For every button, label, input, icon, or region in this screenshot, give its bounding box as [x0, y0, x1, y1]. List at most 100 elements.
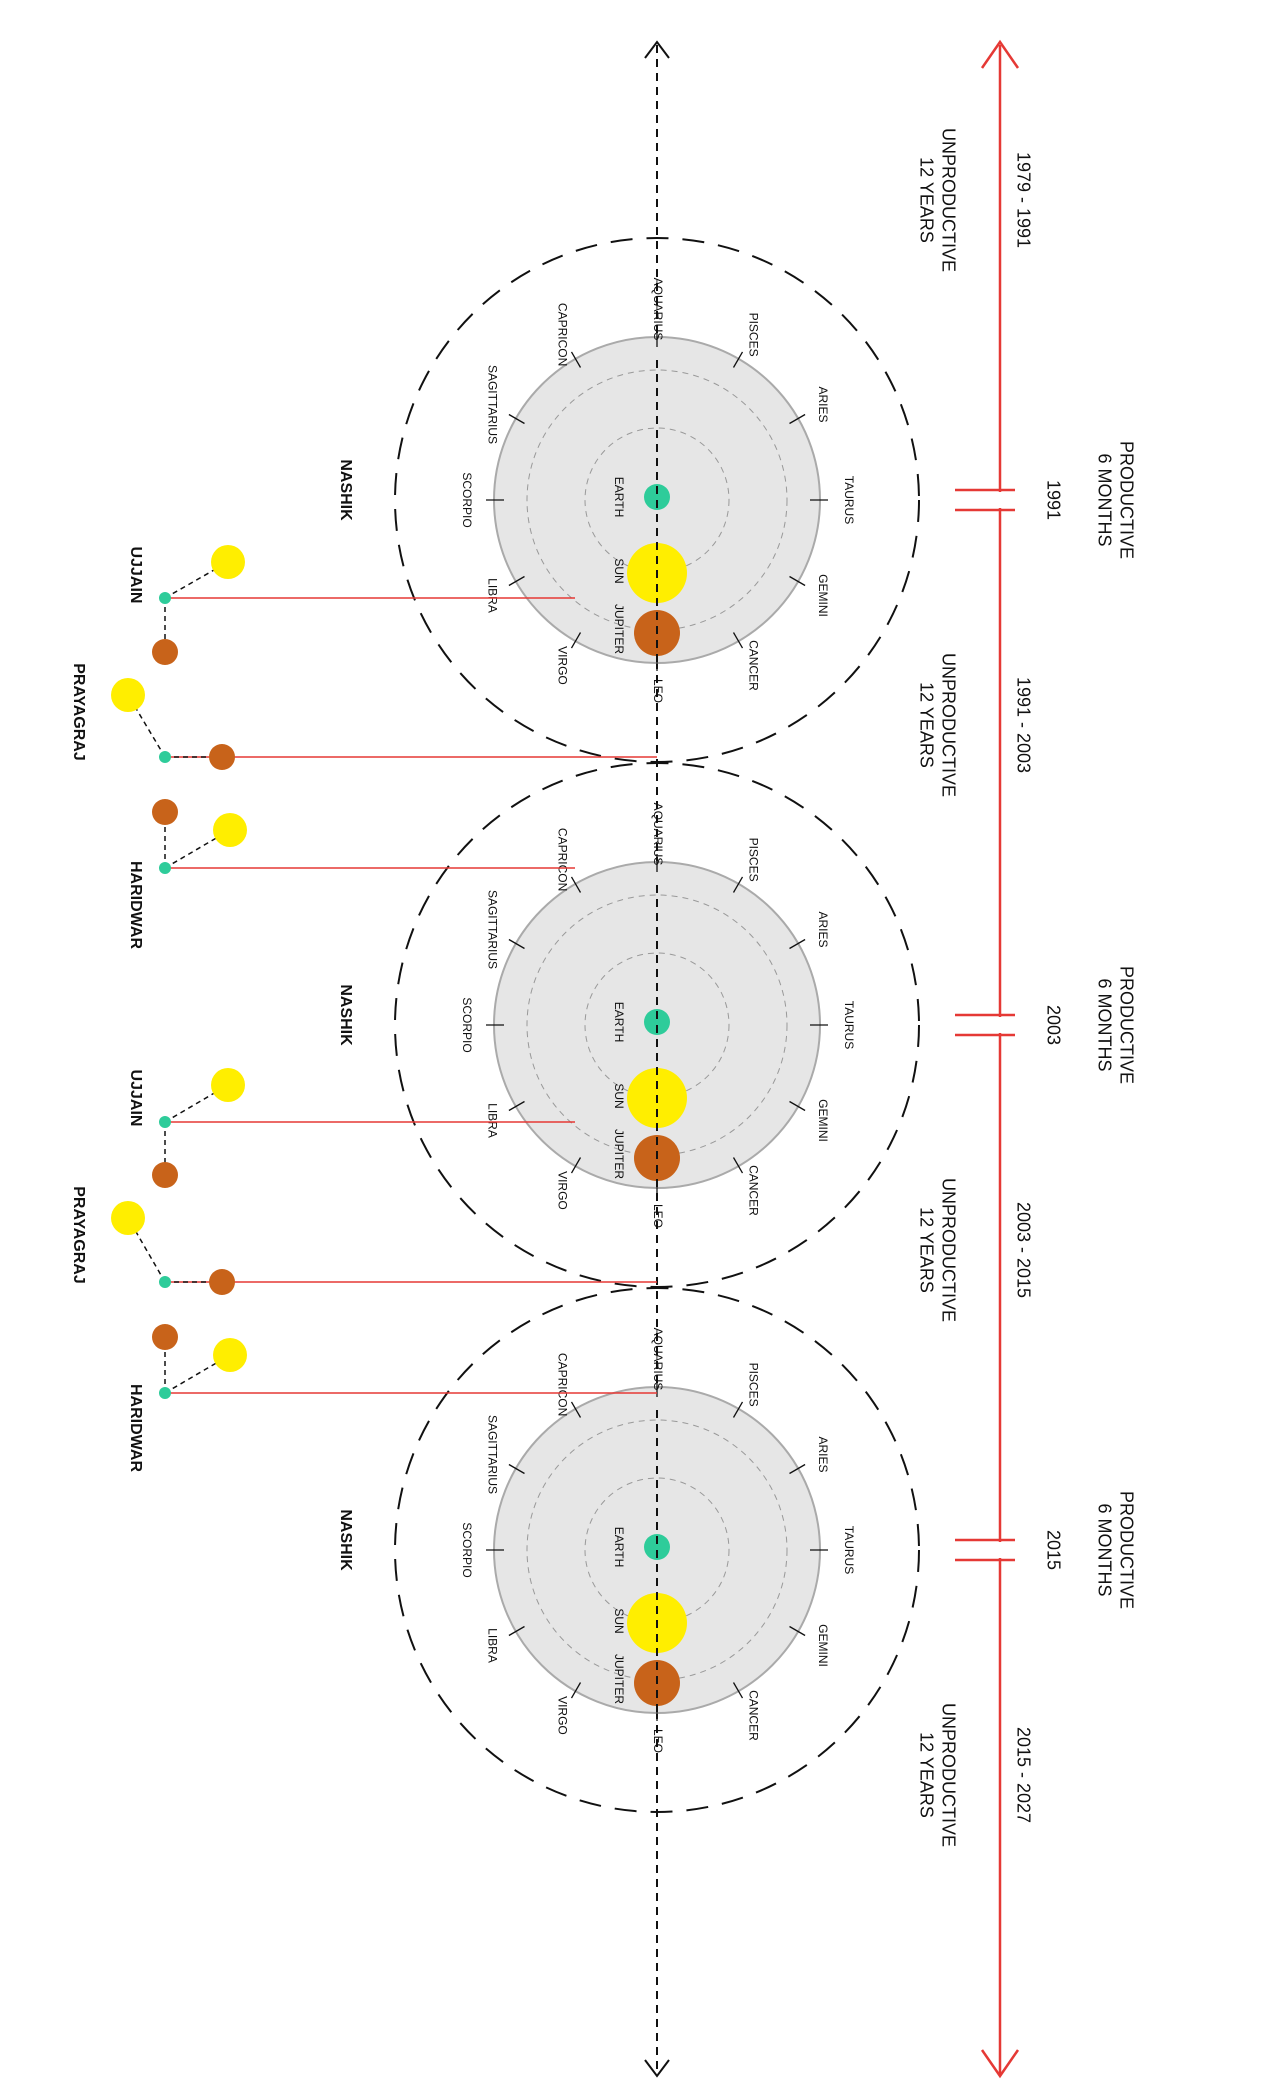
earth-icon: [159, 1387, 171, 1399]
zodiac-tick: [732, 632, 744, 649]
zodiac-label: CAPRICON: [555, 303, 569, 366]
sun-icon: [111, 1201, 145, 1235]
earth-label: EARTH: [612, 1527, 626, 1567]
zodiac-label: CAPRICON: [555, 828, 569, 891]
zodiac-tick: [508, 413, 525, 425]
marker-gap: [995, 1017, 1005, 1033]
prayagraj-label: PRAYAGRAJ: [70, 1186, 87, 1284]
haridwar-label: HARIDWAR: [127, 1384, 144, 1472]
ujjain-label: UJJAIN: [127, 1070, 144, 1127]
ujjain-label: UJJAIN: [127, 547, 144, 604]
nashik-label: NASHIK: [337, 984, 354, 1046]
zodiac-tick: [789, 1100, 806, 1112]
productive-marker: [955, 488, 1015, 512]
zodiac-label: CANCER: [746, 640, 760, 691]
event-label: PRODUCTIVE: [1116, 1491, 1136, 1609]
productive-marker: [955, 1013, 1015, 1037]
period-years: 1979 - 1991: [1013, 152, 1033, 248]
city-link: [127, 694, 166, 758]
zodiac-tick: [732, 351, 744, 368]
timeline-arrow-bottom: [980, 2049, 1020, 2079]
jupiter-icon: [209, 1269, 235, 1295]
zodiac-tick: [570, 1682, 582, 1699]
zodiac-label: VIRGO: [555, 646, 569, 685]
zodiac-tick: [732, 1401, 744, 1418]
zodiac-label: CAPRICON: [555, 1353, 569, 1416]
earth-icon: [159, 1116, 171, 1128]
earth-icon: [159, 1276, 171, 1288]
event-label: PRODUCTIVE: [1116, 966, 1136, 1084]
period-label: UNPRODUCTIVE: [938, 653, 958, 797]
zodiac-tick: [732, 876, 744, 893]
zodiac-label: LIBRA: [485, 1103, 499, 1138]
sun-label: SUN: [612, 1608, 626, 1633]
sun-icon: [213, 1338, 247, 1372]
zodiac-label: ARIES: [816, 911, 830, 947]
zodiac-label: LEO: [651, 1729, 665, 1753]
jupiter-icon: [152, 1162, 178, 1188]
zodiac-label: AQUARIUS: [651, 803, 665, 866]
zodiac-label: SAGITTARIUS: [485, 365, 499, 444]
event-year: 2003: [1043, 1005, 1063, 1045]
event-year: 2015: [1043, 1530, 1063, 1570]
zodiac-tick: [570, 1401, 582, 1418]
zodiac-tick: [789, 938, 806, 950]
period-label: UNPRODUCTIVE: [938, 1178, 958, 1322]
zodiac-label: GEMINI: [816, 1099, 830, 1142]
earth-label: EARTH: [612, 1002, 626, 1042]
sun-label: SUN: [612, 1083, 626, 1108]
event-duration: 6 MONTHS: [1094, 1503, 1114, 1596]
zodiac-label: SCORPIO: [460, 472, 474, 527]
ujjain-group: UJJAIN: [127, 1068, 245, 1188]
prayagraj-label: PRAYAGRAJ: [70, 663, 87, 761]
timeline: [980, 39, 1020, 2079]
timeline-arrow-top: [980, 39, 1020, 69]
zodiac-tick: [732, 1157, 744, 1174]
period-label: UNPRODUCTIVE: [938, 128, 958, 272]
zodiac-label: SCORPIO: [460, 1522, 474, 1577]
period-years: 2015 - 2027: [1013, 1727, 1033, 1823]
zodiac-label: LIBRA: [485, 578, 499, 613]
zodiac-label: TAURUS: [842, 476, 856, 524]
zodiac-label: LIBRA: [485, 1628, 499, 1663]
zodiac-label: LEO: [651, 679, 665, 703]
jupiter-orbit: [394, 1287, 920, 1813]
earth-icon: [159, 592, 171, 604]
sun-icon: [111, 678, 145, 712]
zodiac-label: CANCER: [746, 1165, 760, 1216]
zodiac-tick: [508, 575, 525, 587]
earth-icon: [159, 862, 171, 874]
zodiac-label: GEMINI: [816, 1624, 830, 1667]
city-link: [164, 1354, 231, 1394]
zodiac-tick: [570, 351, 582, 368]
jupiter-icon: [152, 799, 178, 825]
period-duration: 12 YEARS: [916, 682, 936, 768]
center-axis-arrow-bottom: [644, 2059, 670, 2078]
zodiac-label: VIRGO: [555, 1171, 569, 1210]
zodiac-tick: [508, 1100, 525, 1112]
sun-label: SUN: [612, 558, 626, 583]
event-label: PRODUCTIVE: [1116, 441, 1136, 559]
earth-label: EARTH: [612, 477, 626, 517]
zodiac-label: PISCES: [746, 1363, 760, 1407]
sun-icon: [211, 545, 245, 579]
zodiac-tick: [508, 938, 525, 950]
zodiac-label: TAURUS: [842, 1526, 856, 1574]
jupiter-icon: [152, 1324, 178, 1350]
period-duration: 12 YEARS: [916, 1207, 936, 1293]
nashik-label: NASHIK: [337, 1509, 354, 1571]
period-duration: 12 YEARS: [916, 1732, 936, 1818]
productive-marker: [955, 1538, 1015, 1562]
zodiac-label: LEO: [651, 1204, 665, 1228]
jupiter-label: JUPITER: [612, 1654, 626, 1704]
period-label: UNPRODUCTIVE: [938, 1703, 958, 1847]
earth-marker: [644, 1009, 670, 1035]
zodiac-tick: [570, 1157, 582, 1174]
earth-icon: [159, 751, 171, 763]
jupiter-icon: [209, 744, 235, 770]
jupiter-label: JUPITER: [612, 604, 626, 654]
sun-orbit: [526, 1419, 788, 1681]
